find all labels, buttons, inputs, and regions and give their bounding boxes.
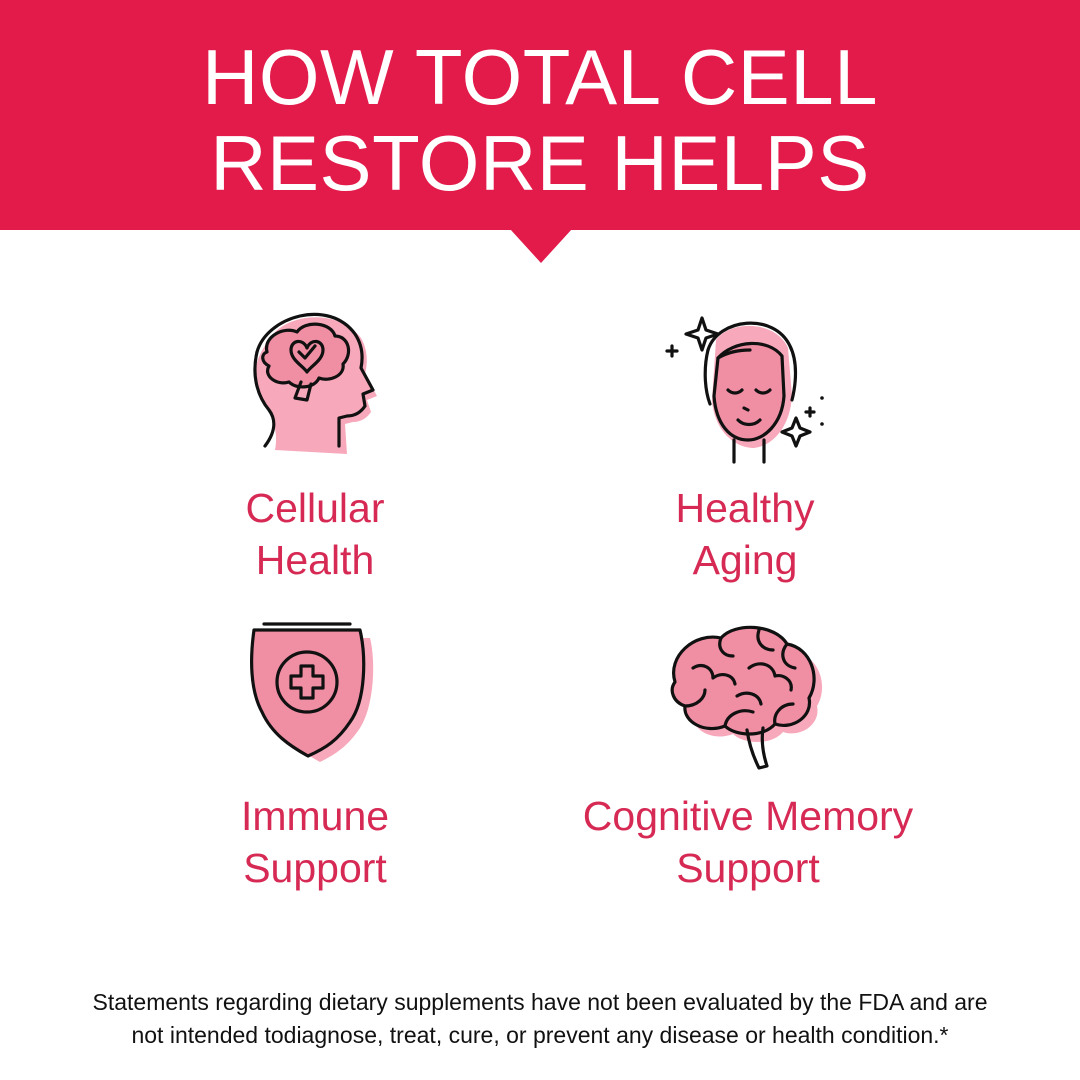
fda-disclaimer: Statements regarding dietary supplements… (20, 986, 1060, 1052)
benefit-immune-support: Immune Support (140, 620, 490, 894)
shield-plus-icon (250, 622, 374, 762)
benefit-cellular-health: Cellular Health (140, 300, 490, 586)
disclaimer-line-2: not intended todiagnose, treat, cure, or… (131, 1022, 949, 1048)
brain-icon (670, 625, 823, 770)
benefit-label-line-1: Cognitive Memory (582, 793, 914, 839)
benefit-label-line-2: Support (243, 845, 387, 891)
page-title: HOW TOTAL CELL RESTORE HELPS (0, 34, 1080, 206)
benefit-cognitive-memory-support: Cognitive Memory Support (548, 620, 948, 894)
benefit-label: Cognitive Memory Support (548, 790, 948, 894)
benefit-healthy-aging: Healthy Aging (570, 300, 920, 586)
benefit-label: Immune Support (140, 790, 490, 894)
benefit-label-line-2: Support (676, 845, 820, 891)
glowing-face-icon (665, 316, 824, 464)
benefit-label: Healthy Aging (570, 482, 920, 586)
benefit-label-line-2: Health (255, 537, 375, 583)
header-banner: HOW TOTAL CELL RESTORE HELPS (0, 0, 1080, 230)
benefit-label-line-1: Immune (240, 793, 390, 839)
disclaimer-line-1: Statements regarding dietary supplements… (92, 989, 988, 1015)
benefit-label-line-1: Healthy (675, 485, 815, 531)
benefit-label: Cellular Health (140, 482, 490, 586)
banner-pointer (510, 229, 572, 263)
page-title-line-2: RESTORE HELPS (210, 119, 870, 207)
page-title-line-1: HOW TOTAL CELL (202, 33, 878, 121)
head-heart-brain-icon (253, 312, 377, 454)
benefit-label-line-2: Aging (692, 537, 798, 583)
benefit-label-line-1: Cellular (245, 485, 385, 531)
